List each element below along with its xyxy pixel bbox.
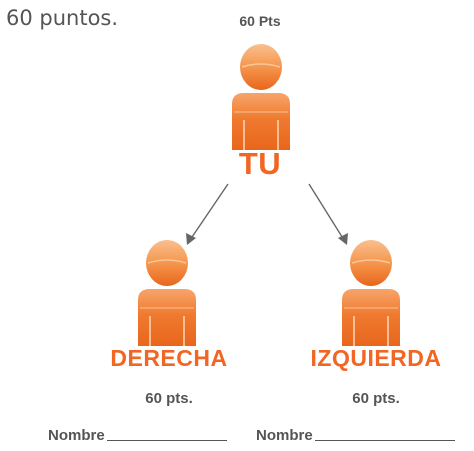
name-label-right: Nombre — [256, 427, 313, 444]
person-icon-left — [134, 236, 200, 346]
arrow-icon-right — [338, 233, 348, 245]
name-label-left: Nombre — [48, 427, 105, 444]
person-icon-right — [338, 236, 404, 346]
name-field-left[interactable]: Nombre — [48, 427, 227, 444]
name-field-right[interactable]: Nombre — [256, 427, 455, 444]
arrow-icon-left — [186, 233, 196, 245]
label-tu: TU — [238, 146, 282, 181]
top-points: 60 Pts — [239, 13, 281, 29]
left-points: 60 pts. — [145, 390, 193, 407]
label-izquierda: IZQUIERDA — [310, 345, 442, 371]
right-points: 60 pts. — [352, 390, 400, 407]
name-line-right[interactable] — [314, 440, 455, 441]
intro-text: 60 puntos. — [6, 6, 119, 30]
name-line-left[interactable] — [106, 440, 227, 441]
label-derecha: DERECHA — [110, 345, 228, 371]
